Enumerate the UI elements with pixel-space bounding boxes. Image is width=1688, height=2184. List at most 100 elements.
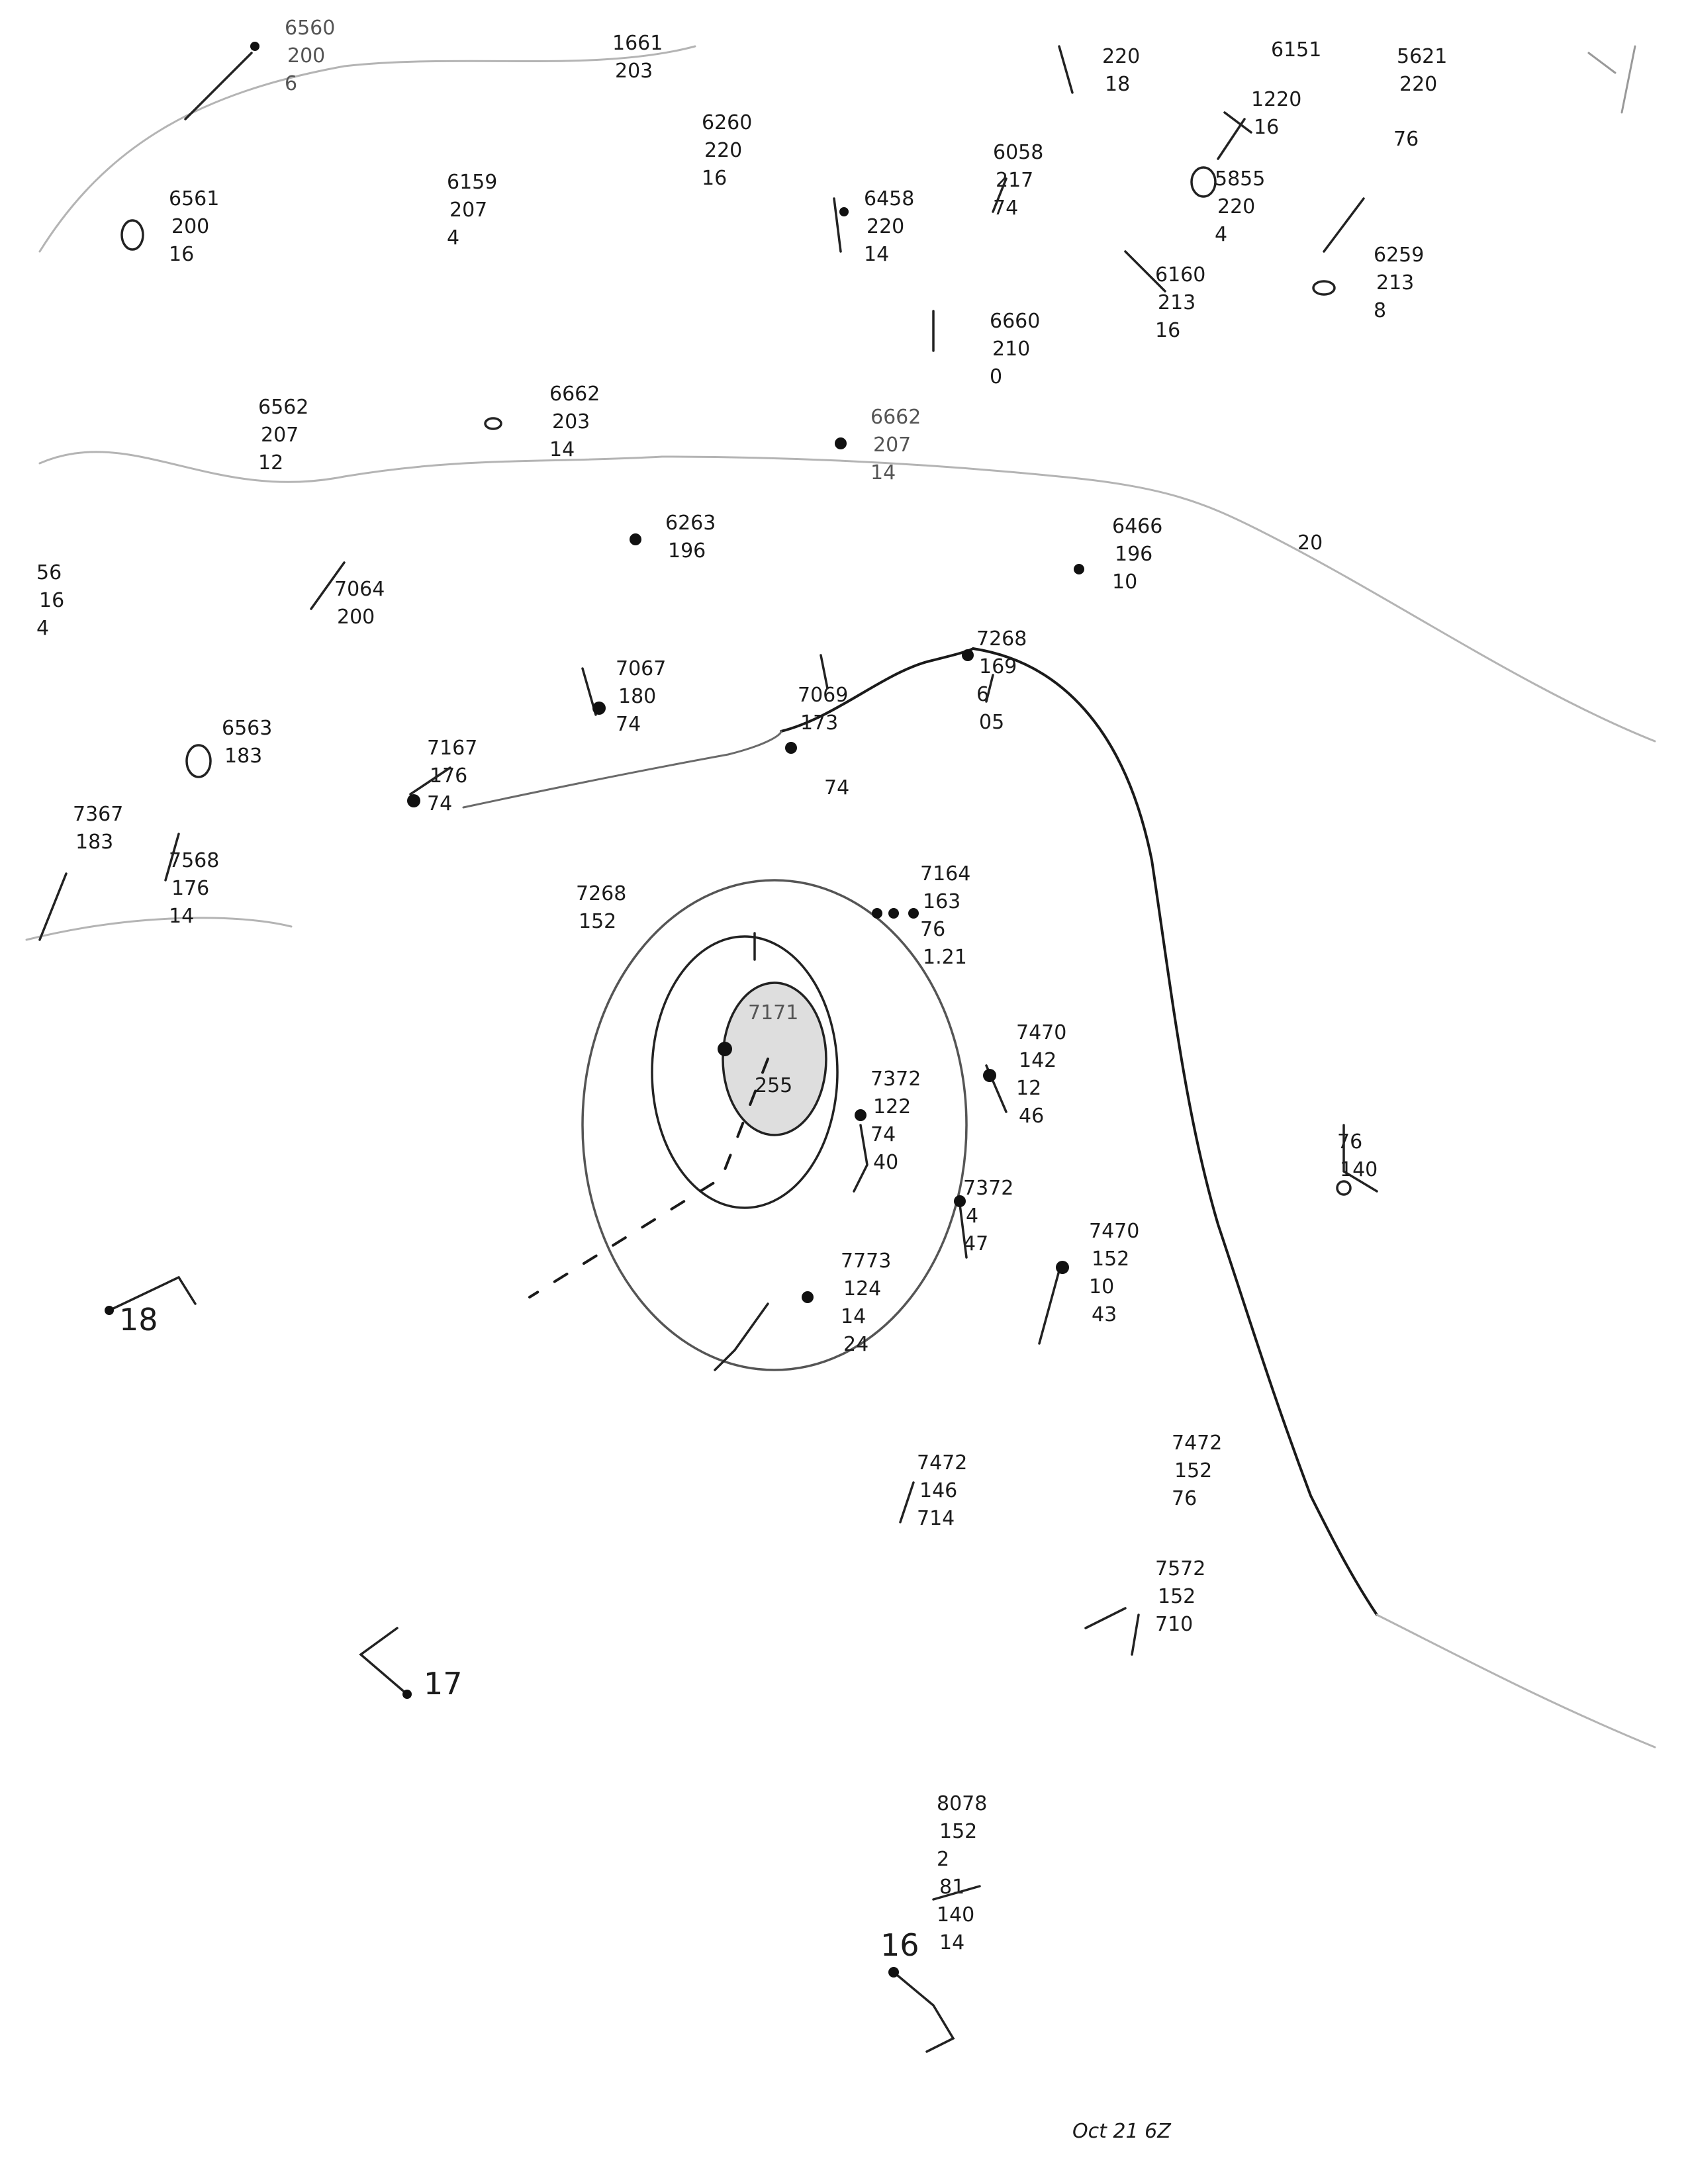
station-value: 207: [261, 424, 299, 447]
station-value: 8078: [937, 1792, 987, 1815]
station-value: 220: [1399, 73, 1437, 96]
station-plot: 7171: [748, 1001, 798, 1024]
wind-barb: [1223, 111, 1252, 134]
station-value: 47: [963, 1232, 988, 1255]
station-plot: 74: [824, 776, 849, 799]
station-value: 6058: [993, 141, 1043, 164]
station-value: 152: [1174, 1459, 1212, 1482]
wind-barb: [1587, 52, 1617, 74]
wind-barbs: [38, 45, 1636, 2053]
station-value: 7773: [841, 1250, 891, 1273]
station-circle: [1336, 1180, 1352, 1196]
wind-barb: [820, 654, 829, 690]
station-value: 14: [841, 1305, 866, 1328]
station-dot: [839, 207, 849, 216]
station-dot: [835, 437, 847, 449]
station-value: 74: [427, 792, 452, 815]
storm-inner-ring: [722, 981, 827, 1136]
wind-barb: [1217, 118, 1246, 160]
station-value: 16: [39, 589, 64, 612]
wind-barb: [1131, 1614, 1140, 1656]
station-value: 1661: [612, 32, 663, 55]
station-value: 7472: [917, 1451, 967, 1475]
wind-barb: [108, 1275, 197, 1312]
station-dot: [908, 908, 919, 919]
station-value: 203: [615, 60, 653, 83]
station-value: 152: [579, 910, 616, 933]
station-value: 7268: [976, 627, 1027, 651]
storm-outer-ring: [581, 879, 968, 1371]
station-dot: [785, 742, 797, 754]
station-value: 7164: [920, 862, 970, 886]
station-value: 7470: [1089, 1220, 1139, 1243]
station-value: 6260: [702, 111, 752, 134]
station-value: 4: [36, 617, 49, 640]
station-value: 6563: [222, 717, 272, 740]
station-dot: [954, 1195, 966, 1207]
station-value: 16: [702, 167, 727, 190]
wind-barb: [1323, 197, 1365, 253]
station-value: 74: [824, 776, 849, 799]
station-value: 16: [169, 243, 194, 266]
station-value: 7472: [1172, 1432, 1222, 1455]
station-value: 200: [171, 215, 209, 238]
station-value: 5621: [1397, 45, 1447, 68]
station-dot: [1074, 564, 1084, 574]
station-value: 7367: [73, 803, 123, 826]
station-value: 152: [939, 1820, 977, 1843]
station-value: 76: [1393, 128, 1419, 151]
station-value: 7167: [427, 737, 477, 760]
station-value: 6160: [1155, 263, 1205, 287]
station-dot: [855, 1109, 867, 1121]
station-value: 173: [800, 711, 838, 735]
station-dot: [962, 649, 974, 661]
station-value: 7470: [1016, 1021, 1066, 1044]
station-value: 196: [1115, 543, 1152, 566]
wind-barb: [359, 1627, 408, 1696]
station-value: 146: [919, 1479, 957, 1502]
station-value: 18: [1105, 73, 1130, 96]
station-value: 76: [1172, 1487, 1197, 1510]
station-value: 152: [1158, 1585, 1196, 1608]
station-plot: 76: [1393, 128, 1419, 151]
station-value: 74: [870, 1123, 896, 1146]
station-dot: [1056, 1261, 1069, 1274]
wind-barb: [1342, 1124, 1378, 1193]
station-value: 6259: [1374, 244, 1424, 267]
station-value: 203: [552, 410, 590, 433]
station-value: 124: [843, 1277, 881, 1300]
station-value: 6662: [870, 406, 921, 429]
right-faint-line: [1376, 1614, 1656, 1749]
station-circle: [1190, 166, 1217, 198]
station-plot: 18: [119, 1302, 158, 1338]
station-value: 200: [287, 44, 325, 68]
station-value: 122: [873, 1095, 911, 1118]
station-value: 74: [616, 713, 641, 736]
station-value: 76: [1337, 1130, 1362, 1154]
isobar-upper: [38, 451, 1656, 743]
station-value: 6562: [258, 396, 308, 419]
wind-barb: [892, 1971, 955, 2053]
station-value: 220: [1102, 45, 1140, 68]
station-value: 176: [171, 877, 209, 900]
station-value: 17: [424, 1666, 463, 1702]
